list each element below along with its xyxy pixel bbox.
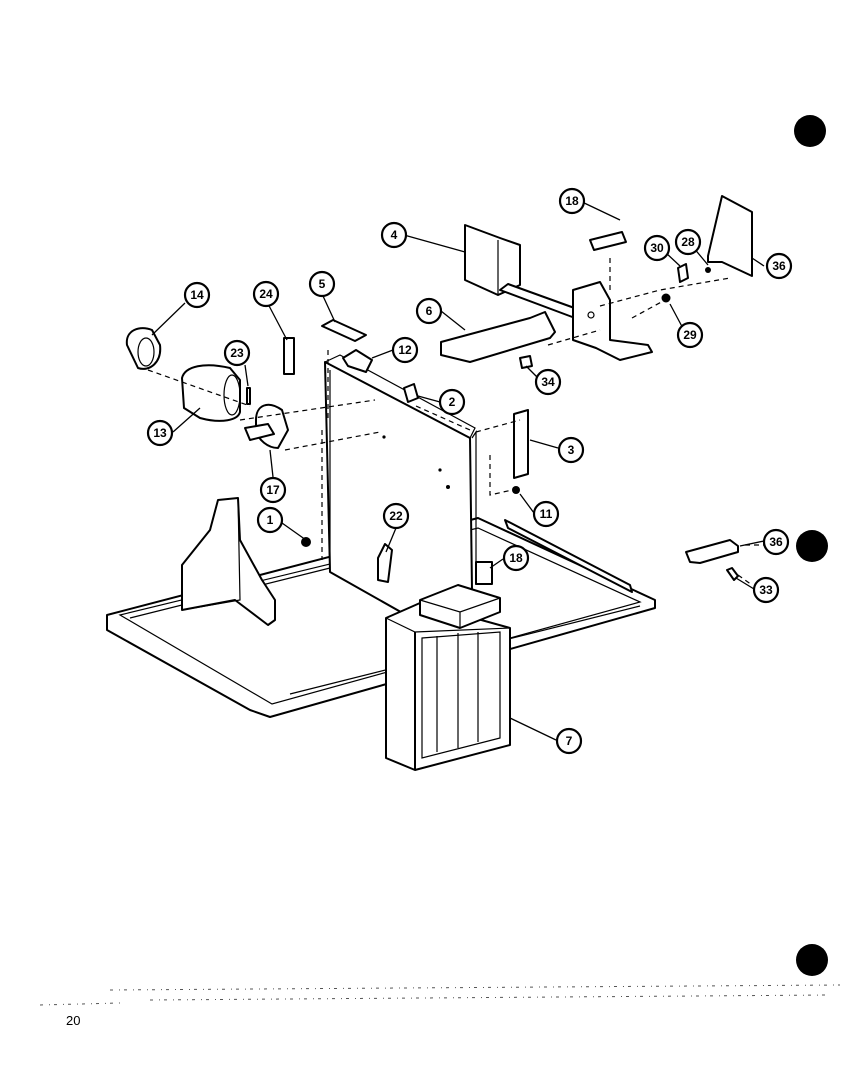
binder-hole-bottom [796, 944, 828, 976]
svg-text:33: 33 [759, 583, 773, 597]
svg-text:7: 7 [566, 734, 573, 748]
callout-1: 1 [256, 506, 284, 534]
svg-text:17: 17 [266, 483, 280, 497]
callout-14: 14 [183, 281, 211, 309]
bracket-part-36b [685, 539, 739, 564]
channel-part-6 [440, 311, 556, 363]
svg-text:1: 1 [267, 513, 274, 527]
svg-text:23: 23 [230, 346, 244, 360]
callout-18-upper: 18 [558, 187, 586, 215]
svg-text:18: 18 [565, 194, 579, 208]
svg-text:4: 4 [391, 228, 398, 242]
callout-23: 23 [223, 339, 251, 367]
clip-part-30 [677, 263, 689, 283]
grommet-part-1 [301, 537, 311, 547]
callout-33: 33 [752, 576, 780, 604]
callout-13: 13 [146, 419, 174, 447]
svg-text:36: 36 [769, 535, 783, 549]
support-bracket-part-4 [464, 224, 581, 319]
bulkhead-panel [324, 354, 477, 621]
callout-22: 22 [382, 502, 410, 530]
callout-7: 7 [555, 727, 583, 755]
svg-text:28: 28 [681, 235, 695, 249]
mounting-plate-part-4b [572, 281, 653, 361]
assembly-lines [147, 258, 780, 586]
page-number: 20 [66, 1013, 81, 1028]
clip-part-22 [377, 543, 393, 583]
callout-36-upper: 36 [765, 252, 793, 280]
callout-34: 34 [534, 368, 562, 396]
bracket-part-3 [513, 409, 529, 479]
screw-part-28 [705, 267, 711, 273]
svg-text:24: 24 [259, 287, 273, 301]
svg-text:18: 18 [509, 551, 523, 565]
callout-12: 12 [391, 336, 419, 364]
svg-text:22: 22 [389, 509, 403, 523]
control-box-part-7 [385, 584, 511, 771]
binder-hole-top [794, 115, 826, 147]
svg-text:2: 2 [449, 395, 456, 409]
svg-text:6: 6 [426, 304, 433, 318]
motor-body-part-13 [181, 364, 241, 422]
callout-18-lower: 18 [502, 544, 530, 572]
screw-part-23 [246, 387, 251, 405]
bracket-part-12 [342, 349, 373, 373]
callout-28-upper: 28 [674, 228, 702, 256]
nut-part-11 [512, 486, 520, 494]
svg-text:30: 30 [650, 241, 664, 255]
callout-30: 30 [643, 234, 671, 262]
callout-29: 29 [676, 321, 704, 349]
callout-4: 4 [380, 221, 408, 249]
clip-part-2 [403, 383, 419, 403]
motor-cover-part-14 [125, 327, 162, 370]
callout-5: 5 [308, 270, 336, 298]
binder-hole-middle [796, 530, 828, 562]
screw-part-33 [726, 567, 739, 581]
svg-text:14: 14 [190, 288, 204, 302]
bracket-part-24 [283, 337, 295, 375]
svg-text:36: 36 [772, 259, 786, 273]
panel-part-36 [707, 195, 753, 277]
svg-text:34: 34 [541, 375, 555, 389]
screw-part-34 [519, 355, 533, 369]
svg-text:12: 12 [398, 343, 412, 357]
callout-2: 2 [438, 388, 466, 416]
motor-mount-part-17 [244, 403, 289, 449]
callout-3: 3 [557, 436, 585, 464]
svg-text:3: 3 [568, 443, 575, 457]
svg-text:5: 5 [319, 277, 326, 291]
bracket-part-5 [321, 319, 367, 342]
part-18-block [475, 561, 493, 585]
svg-text:29: 29 [683, 328, 697, 342]
callout-6: 6 [415, 297, 443, 325]
callout-36-lower: 36 [762, 528, 790, 556]
scan-noise-band [39, 984, 841, 1006]
nut-part-29 [661, 293, 671, 303]
callout-17: 17 [259, 476, 287, 504]
svg-text:13: 13 [153, 426, 167, 440]
svg-text:11: 11 [540, 507, 553, 521]
partition-panel-left [181, 497, 276, 626]
strip-part-18 [589, 231, 627, 251]
callout-11: 11 [532, 500, 560, 528]
callout-24: 24 [252, 280, 280, 308]
